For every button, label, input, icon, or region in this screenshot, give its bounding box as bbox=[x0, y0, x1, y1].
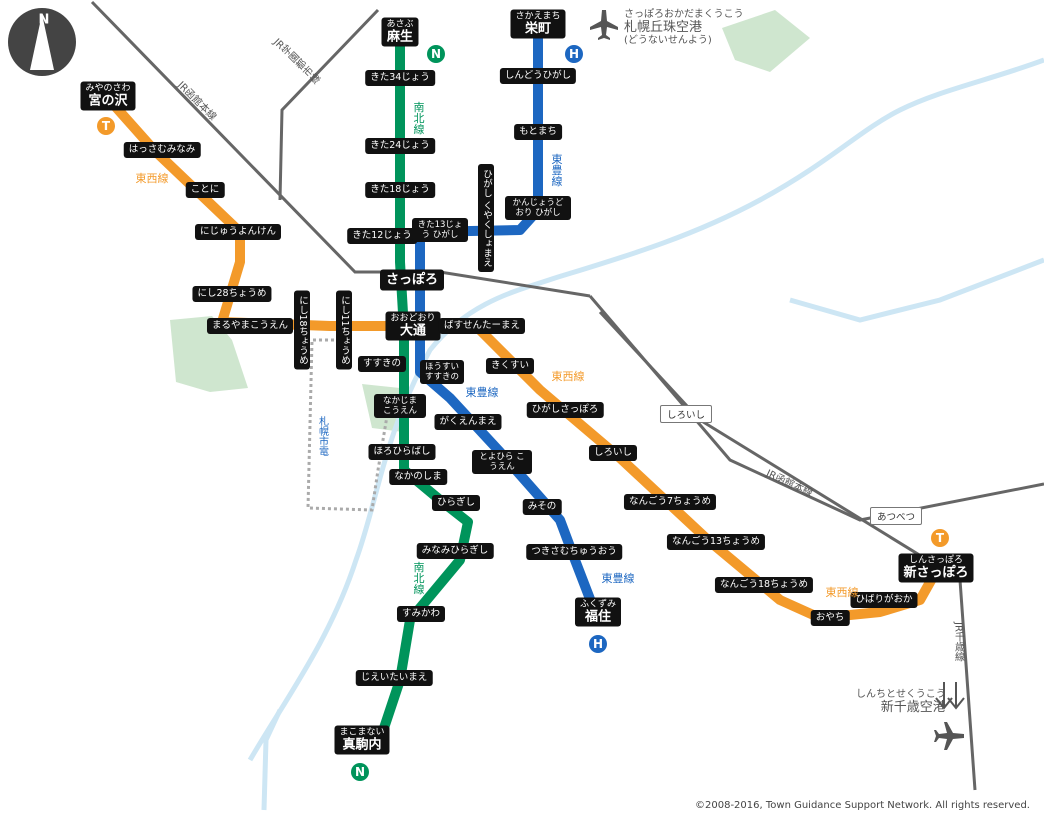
nanboku-line bbox=[375, 40, 473, 742]
jr-station-atsubetsu[interactable]: あつべつ bbox=[869, 507, 923, 525]
station-maruyama-koen[interactable]: まるやまこうえん bbox=[206, 318, 294, 334]
station-kita13-higashi[interactable]: きた13じょう ひがし bbox=[412, 218, 468, 242]
tozai-line-label: 東西線 bbox=[135, 172, 169, 185]
river-branch-east bbox=[789, 257, 1044, 323]
okadama-airport-name: 札幌丘珠空港 bbox=[624, 20, 703, 35]
station-nishi11[interactable]: にし11ちょうめ bbox=[336, 290, 352, 370]
park-okadama bbox=[722, 10, 810, 72]
okadama-airport-kana: さっぽろおかだまくうこう bbox=[624, 9, 744, 20]
tozai-line-label: 東西線 bbox=[825, 586, 859, 599]
station-susukino[interactable]: すすきの bbox=[357, 356, 407, 372]
toho-badge-icon: H bbox=[589, 635, 607, 653]
airplane-icon-okadama bbox=[590, 10, 618, 40]
station-shindo-higashi[interactable]: しんどうひがし bbox=[499, 68, 577, 84]
okadama-airport[interactable]: さっぽろおかだまくうこう 札幌丘珠空港 (どうないせんよう) bbox=[624, 8, 744, 47]
river-toyohira bbox=[247, 57, 1044, 762]
airplane-icon-chitose bbox=[934, 722, 964, 750]
nanboku-badge-icon: N bbox=[351, 763, 369, 781]
river-branch bbox=[261, 708, 283, 811]
arrow-down-icon bbox=[935, 682, 965, 710]
station-sakaemachi[interactable]: さかえまち栄町 bbox=[510, 9, 566, 39]
chitose-airport-name: 新千歳空港 bbox=[880, 700, 946, 715]
station-jieitai-mae[interactable]: じえいたいまえ bbox=[355, 670, 433, 686]
station-sumikawa[interactable]: すみかわ bbox=[396, 606, 446, 622]
tozai-line-label: 東西線 bbox=[551, 370, 585, 383]
okadama-airport-note: (どうないせんよう) bbox=[624, 35, 712, 46]
station-nijuyonken[interactable]: にじゅうよんけん bbox=[194, 224, 282, 240]
station-fukuzumi[interactable]: ふくずみ福住 bbox=[574, 597, 622, 627]
station-hiragishi[interactable]: ひらぎし bbox=[431, 495, 481, 511]
station-odori[interactable]: おおどおり大通 bbox=[385, 311, 441, 341]
station-kita18[interactable]: きた18じょう bbox=[365, 182, 435, 198]
nanboku-line-label: 南北線 bbox=[412, 561, 425, 595]
jr-station-shiroishi[interactable]: しろいし bbox=[659, 405, 713, 423]
station-asabu[interactable]: あさぶ麻生 bbox=[381, 17, 419, 47]
station-hibarigaoka[interactable]: ひばりがおか bbox=[850, 592, 918, 608]
station-shin-sapporo[interactable]: しんさっぽろ新さっぽろ bbox=[898, 553, 974, 583]
station-kotoni[interactable]: ことに bbox=[185, 182, 225, 198]
new-chitose-airport[interactable]: しんちとせくうこう 新千歳空港 bbox=[856, 688, 946, 714]
tram-line bbox=[306, 338, 390, 512]
station-sapporo[interactable]: さっぽろ bbox=[379, 269, 445, 291]
station-makomanai[interactable]: まこまない真駒内 bbox=[334, 725, 390, 755]
station-nakajima-koen[interactable]: なかじま こうえん bbox=[374, 394, 426, 418]
nanboku-badge-icon: N bbox=[427, 45, 445, 63]
toho-line-label: 東豊線 bbox=[601, 572, 635, 585]
jr-chitose-line-label: JR千歳線 bbox=[952, 622, 964, 662]
toho-line-label: 東豊線 bbox=[550, 153, 563, 187]
station-higashi-kuyakusho-mae[interactable]: ひがし くやくしょまえ bbox=[478, 163, 494, 273]
toho-badge-icon: H bbox=[565, 45, 583, 63]
jr-gakuentoshi-line bbox=[278, 8, 380, 201]
station-motomachi[interactable]: もとまち bbox=[514, 124, 562, 140]
station-nango7[interactable]: なんごう7ちょうめ bbox=[623, 494, 717, 510]
copyright: ©2008-2016, Town Guidance Support Networ… bbox=[695, 800, 1030, 811]
station-nango13[interactable]: なんごう13ちょうめ bbox=[666, 534, 766, 550]
station-nishi28[interactable]: にし28ちょうめ bbox=[192, 286, 272, 302]
tozai-badge-icon: T bbox=[931, 529, 949, 547]
station-misono[interactable]: みその bbox=[522, 499, 562, 515]
station-gakuen-mae[interactable]: がくえんまえ bbox=[434, 414, 502, 430]
tozai-line bbox=[102, 92, 943, 623]
station-toyohira-koen[interactable]: とよひら こうえん bbox=[472, 450, 532, 474]
station-tsukisamu-chuo[interactable]: つきさむちゅうおう bbox=[526, 544, 622, 560]
station-oyachi[interactable]: おやち bbox=[810, 610, 850, 626]
station-hosui-susukino[interactable]: ほうすい すすきの bbox=[420, 360, 464, 384]
tram-line-label: 札幌市電 bbox=[316, 416, 328, 456]
station-nango18[interactable]: なんごう18ちょうめ bbox=[714, 577, 814, 593]
tozai-badge-icon: T bbox=[97, 117, 115, 135]
compass-icon bbox=[8, 8, 76, 76]
station-minami-hiragishi[interactable]: みなみひらぎし bbox=[416, 543, 494, 559]
jr-chitose-line bbox=[598, 310, 977, 791]
station-miyanosawa[interactable]: みやのさわ宮の沢 bbox=[80, 81, 136, 111]
park-west bbox=[170, 316, 248, 392]
station-kanjo-dori-higashi[interactable]: かんじょうどおり ひがし bbox=[505, 196, 571, 220]
toho-line bbox=[415, 30, 600, 614]
station-kita34[interactable]: きた34じょう bbox=[365, 70, 435, 86]
station-nishi18[interactable]: にし18ちょうめ bbox=[294, 290, 310, 370]
jr-hakodate-line-east bbox=[588, 295, 1044, 522]
station-kita24[interactable]: きた24じょう bbox=[365, 138, 435, 154]
station-horohirabashi[interactable]: ほろひらばし bbox=[368, 444, 436, 460]
chitose-airport-kana: しんちとせくうこう bbox=[856, 689, 946, 700]
station-kita12[interactable]: きた12じょう bbox=[347, 228, 417, 244]
station-hassamu-minami[interactable]: はっさむみなみ bbox=[123, 142, 201, 158]
toho-line-label: 東豊線 bbox=[465, 386, 499, 399]
station-shiroishi[interactable]: しろいし bbox=[588, 445, 638, 461]
compass-label: N bbox=[38, 12, 50, 28]
station-higashi-sapporo[interactable]: ひがしさっぽろ bbox=[526, 402, 604, 418]
station-bus-center-mae[interactable]: ばすせんたーまえ bbox=[438, 318, 526, 334]
station-nakanoshima[interactable]: なかのしま bbox=[389, 469, 447, 485]
station-kikusui[interactable]: きくすい bbox=[485, 358, 535, 374]
nanboku-line-label: 南北線 bbox=[412, 101, 425, 135]
